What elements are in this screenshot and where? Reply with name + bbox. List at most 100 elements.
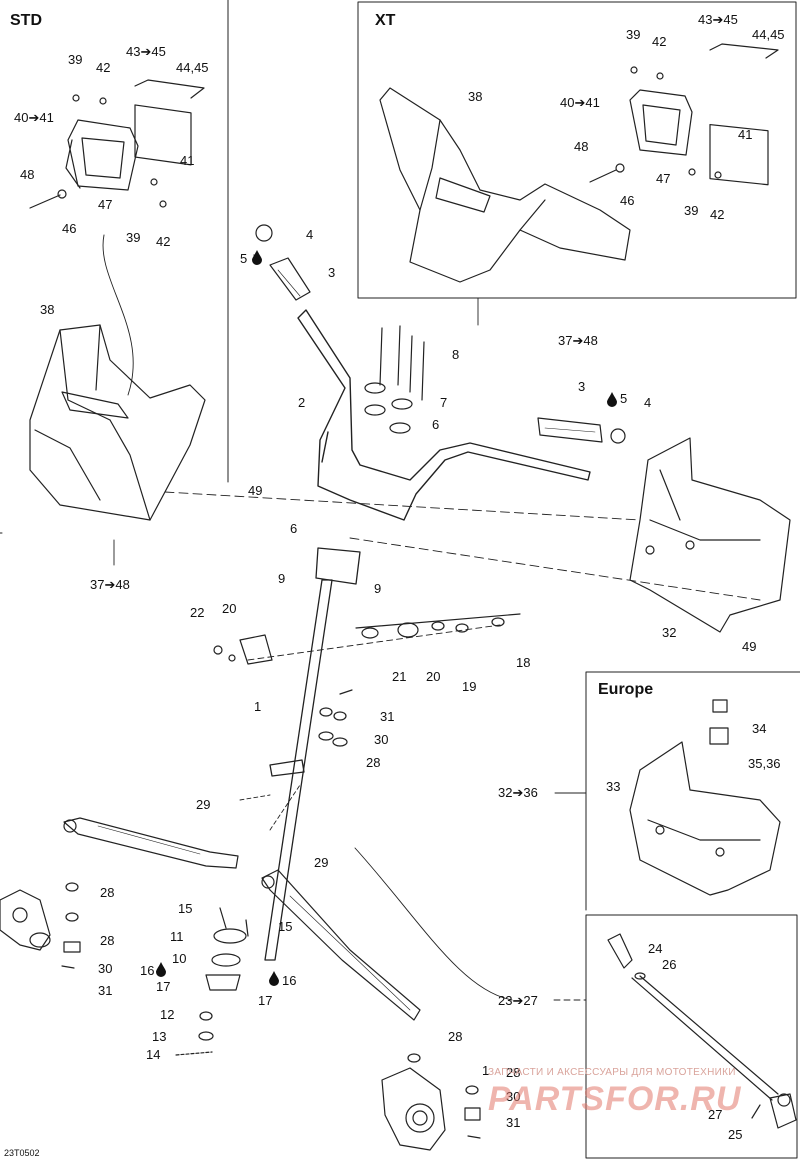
callout: 24: [648, 941, 663, 956]
std-panel-label: STD: [10, 12, 42, 29]
linkage-parts: [213, 613, 521, 665]
callout: 42: [96, 60, 111, 75]
callout: 14: [146, 1047, 161, 1062]
callout: 5: [240, 251, 248, 266]
callout: 47: [98, 197, 113, 212]
callout: 19: [462, 679, 477, 694]
callout: 10: [172, 951, 187, 966]
right-grip: [537, 417, 626, 444]
callout: 9: [374, 581, 382, 596]
tie-rod-inset-detail: [607, 933, 797, 1129]
callout: 27: [708, 1107, 723, 1122]
callout: 44,45: [752, 27, 785, 42]
watermark-logo: PARTSFOR.RU: [488, 1080, 742, 1118]
callout: 48: [20, 167, 35, 182]
std-panel-frame: [0, 0, 229, 534]
callout: 35,36: [748, 756, 781, 771]
callout: 48: [574, 139, 589, 154]
drop-icon: [252, 250, 262, 265]
callout: 1: [482, 1063, 490, 1078]
callout: 39: [68, 52, 83, 67]
clamp-bolts: [364, 325, 425, 434]
europe-panel-frame: [585, 671, 800, 911]
callout: 28: [366, 755, 381, 770]
callout: 40➔41: [560, 95, 600, 110]
callout: 4: [644, 395, 652, 410]
xt-headlight-assembly: [589, 43, 779, 186]
callout: 43➔45: [698, 12, 738, 27]
callout: 46: [620, 193, 635, 208]
callout: 18: [516, 655, 531, 670]
callout: 39: [684, 203, 699, 218]
callout: 46: [62, 221, 77, 236]
callout: 8: [452, 347, 460, 362]
xt-hood: [379, 87, 631, 283]
callout: 11: [170, 929, 184, 944]
callout: 30: [374, 732, 389, 747]
callout: 20: [426, 669, 441, 684]
callout: 31: [506, 1115, 521, 1130]
xt-panel-frame: [357, 1, 797, 299]
left-tie-rod: [63, 817, 239, 869]
callout: 13: [152, 1029, 167, 1044]
callout: 42: [710, 207, 725, 222]
xt-panel-label: XT: [375, 12, 396, 29]
right-side-cover: [629, 437, 791, 633]
callout: 31: [380, 709, 395, 724]
right-steering-knuckle: [381, 1067, 446, 1151]
callout: 23➔27: [498, 993, 538, 1008]
callout: 34: [752, 721, 767, 736]
callout: 39: [626, 27, 641, 42]
left-steering-knuckle: [0, 889, 51, 951]
tie-rod-panel-frame: [585, 914, 798, 1159]
callout: 25: [728, 1127, 743, 1142]
callout: 37➔48: [558, 333, 598, 348]
steering-column: [264, 547, 361, 961]
callout: 28: [100, 885, 115, 900]
callout: 44,45: [176, 60, 209, 75]
callout: 16: [282, 973, 297, 988]
callout: 2: [298, 395, 306, 410]
callout: 49: [248, 483, 263, 498]
callout: 32: [662, 625, 677, 640]
drop-icon: [269, 971, 279, 986]
callout: 41: [738, 127, 753, 142]
callout: 43➔45: [126, 44, 166, 59]
callout: 1: [254, 699, 262, 714]
std-headlight-assembly: [29, 79, 205, 209]
callout: 3: [328, 265, 336, 280]
callout: 38: [40, 302, 55, 317]
callout: 33: [606, 779, 621, 794]
callout: 30: [506, 1089, 521, 1104]
watermark-tagline: ЗАПЧАСТИ И АКСЕССУАРЫ ДЛЯ МОТОТЕХНИКИ: [488, 1067, 736, 1078]
europe-panel-label: Europe: [598, 681, 654, 698]
callout: 6: [432, 417, 440, 432]
callout: 40➔41: [14, 110, 54, 125]
callout: 16: [140, 963, 155, 978]
callout: 30: [98, 961, 113, 976]
callout: 15: [278, 919, 293, 934]
callout: 12: [160, 1007, 175, 1022]
std-hood: [29, 324, 206, 521]
left-grip: [253, 224, 311, 301]
left-knuckle-fasteners: [61, 882, 81, 969]
drop-icon: [607, 392, 617, 407]
callout: 42: [156, 234, 171, 249]
callout: 5: [620, 391, 628, 406]
callout: 31: [98, 983, 113, 998]
drawing-code: 23T0502: [4, 1148, 40, 1158]
callout: 28: [448, 1029, 463, 1044]
handlebar: [297, 309, 591, 521]
callout: 21: [392, 669, 407, 684]
callout: 26: [662, 957, 677, 972]
callout: 47: [656, 171, 671, 186]
callout: 42: [652, 34, 667, 49]
callout: 28: [100, 933, 115, 948]
callout: 9: [278, 571, 286, 586]
callout: 22: [190, 605, 205, 620]
callout: 6: [290, 521, 298, 536]
right-tie-rod: [261, 869, 421, 1021]
callout: 3: [578, 379, 586, 394]
